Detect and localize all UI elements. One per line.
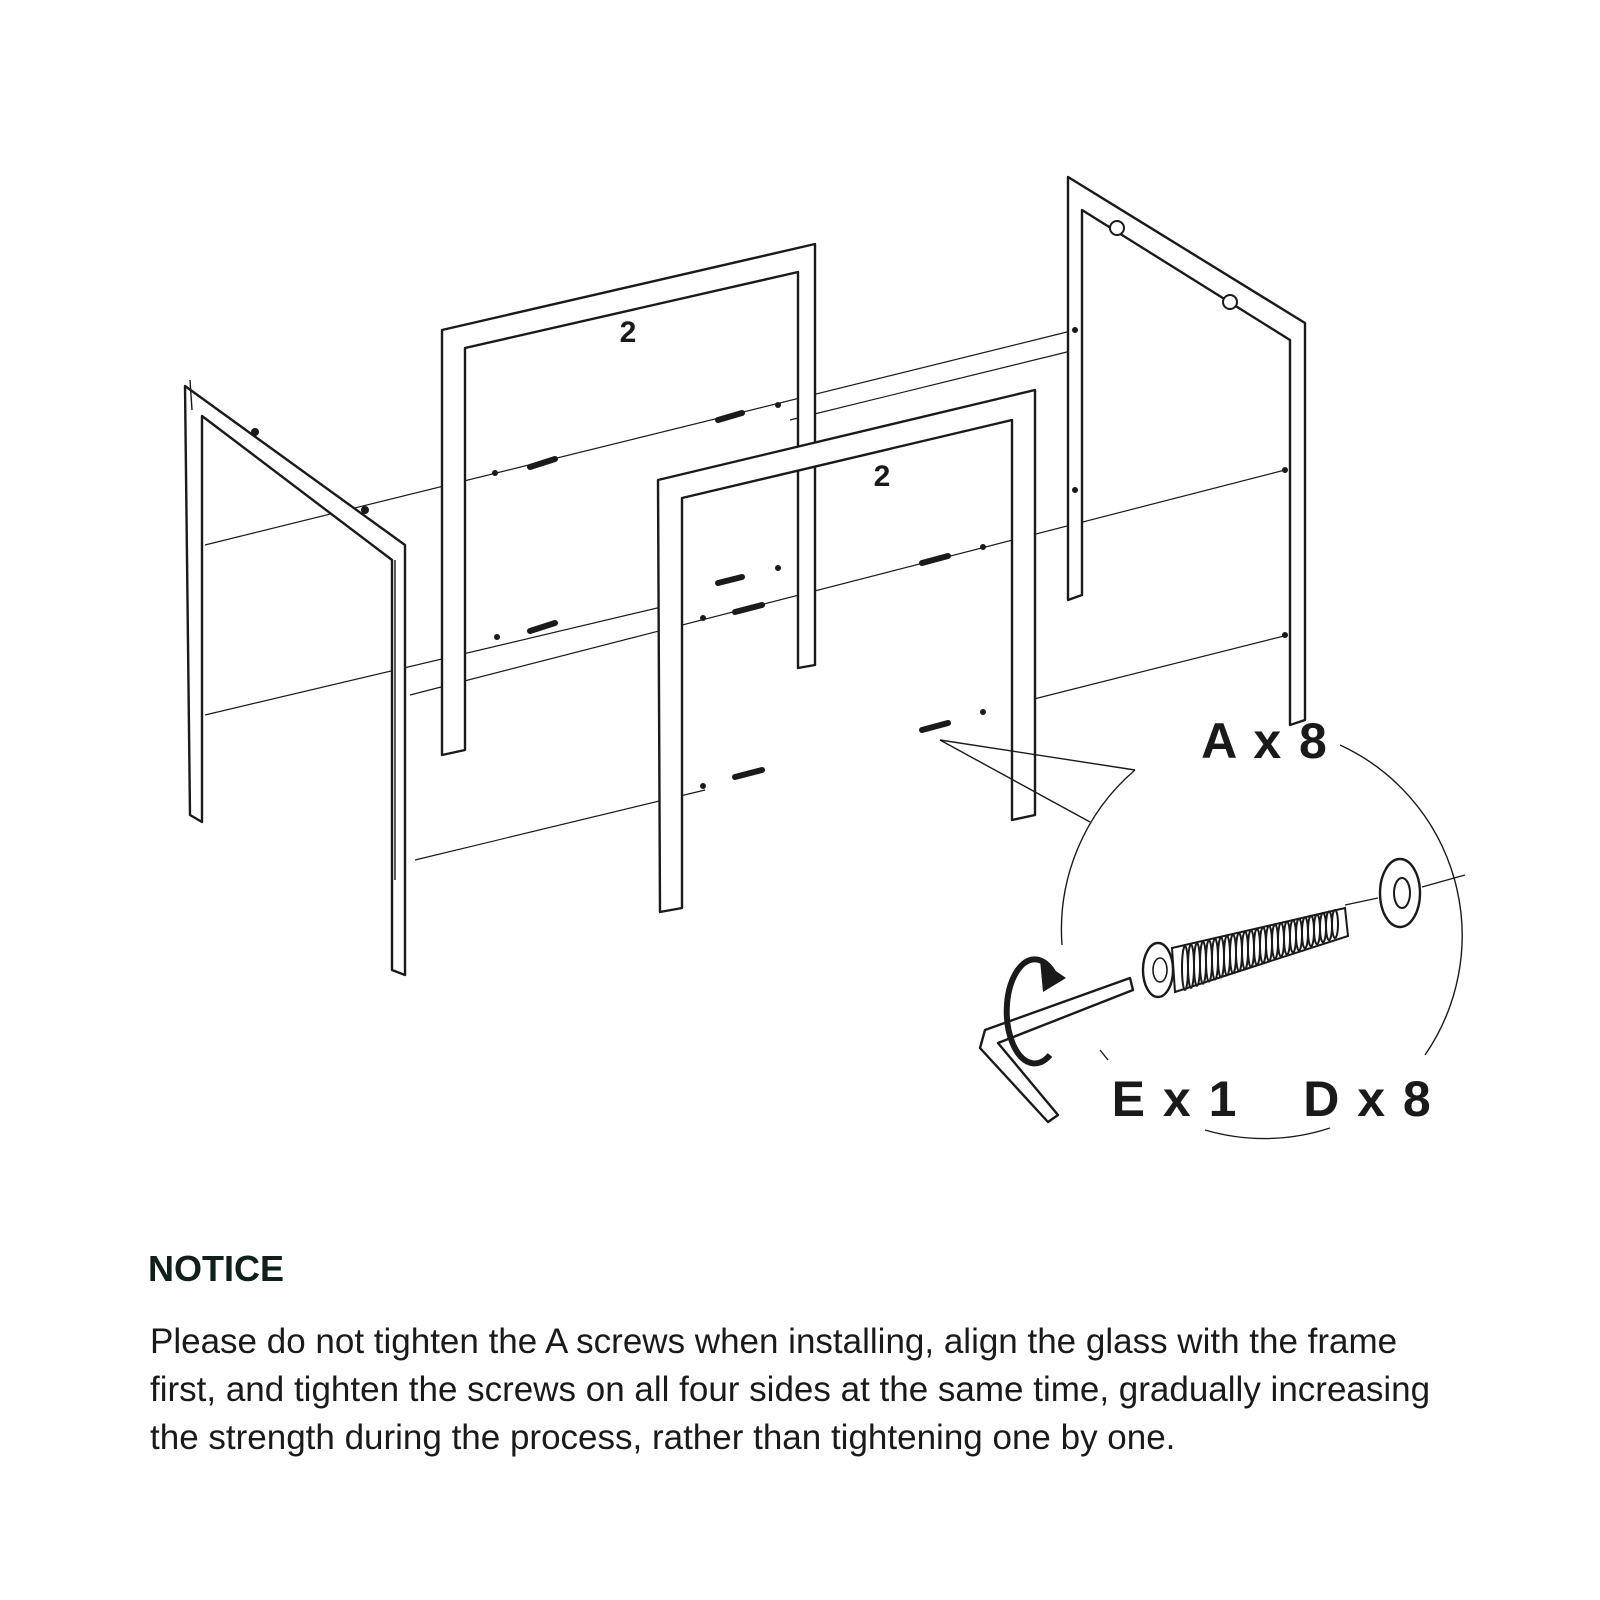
part-label-e: E x 1 (1112, 1071, 1239, 1127)
notice-title: NOTICE (148, 1248, 285, 1289)
notice-body: Please do not tighten the A screws when … (150, 1322, 1431, 1457)
right-side-frame (1066, 175, 1307, 727)
hex-key-icon (978, 956, 1135, 1124)
part-label-a: A x 8 (1201, 713, 1329, 769)
rotation-arrow-icon (1040, 960, 1066, 992)
screw-markers (492, 402, 986, 789)
frame-number-label-front: 2 (874, 460, 891, 493)
detail-callout-circle (1060, 744, 1463, 1140)
assembly-diagram: 2 2 (183, 175, 1466, 1140)
back-frame-2: 2 (440, 242, 817, 757)
frame-number-label-back: 2 (620, 316, 637, 349)
left-side-frame (183, 379, 407, 977)
front-frame-2: 2 (656, 388, 1037, 914)
alignment-guides (204, 329, 1289, 861)
part-label-d: D x 8 (1303, 1071, 1433, 1127)
screw-icon (1141, 906, 1350, 999)
washer-icon (1344, 857, 1466, 929)
